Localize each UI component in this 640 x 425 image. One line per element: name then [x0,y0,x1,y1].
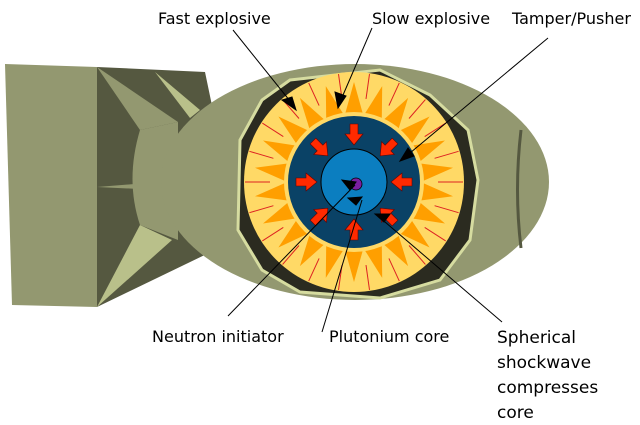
leader-slow-explosive [339,27,373,103]
implosion-arrows [295,123,413,241]
slow-explosive-lens [345,82,363,114]
label-tamper-pusher: Tamper/Pusher [512,9,631,28]
inward-arrow-icon [344,218,364,241]
label-slow-explosive: Slow explosive [372,9,491,28]
detonator-line [408,245,426,265]
detonator-line [365,265,370,290]
detonator-line [282,245,300,265]
label-plutonium-core: Plutonium core [329,327,450,346]
slow-explosive-lens [299,97,325,130]
leader-tamper [403,37,549,159]
arrowhead-icon [280,96,297,112]
detonator-line [388,82,400,106]
slow-explosive-lens [364,245,383,278]
slow-explosive-lens [412,202,445,224]
tail-fin-light-top [97,67,178,130]
slow-explosive-lens [383,97,409,130]
slow-explosive-lens [299,234,325,267]
inward-arrow-icon [309,137,329,157]
slow-explosive-lens [255,183,288,201]
detonator-line [434,205,459,214]
label-line: shockwave [497,353,592,373]
arrowhead-icon [346,196,364,206]
inward-arrow-icon [344,123,364,146]
leader-fast-explosive [232,29,295,107]
tail-fin-light-bottom [97,225,172,307]
arrowhead-icon [373,213,391,223]
arrowhead-icon [398,147,415,162]
arrowhead-icon [334,91,347,110]
slow-explosive-lens [325,245,344,278]
leader-neutron-initiator [227,184,356,317]
detonator-line [249,205,274,214]
detonator-line [249,150,274,159]
label-shockwave: Spherical shockwave compresses core [497,326,598,425]
arrowhead-icon [340,179,357,191]
label-neutron-initiator: Neutron initiator [152,327,284,346]
slow-explosive-lens [420,163,453,181]
inward-arrow-icon [295,172,318,192]
tail-box [5,64,97,307]
inward-arrow-icon [390,172,413,192]
label-line: core [497,403,534,423]
detonator-line [424,226,446,242]
leader-lines [227,27,549,333]
tail-collar [132,122,178,240]
slow-explosive-lens [383,234,409,267]
nose-seam [516,129,523,249]
detonator-line [424,122,446,138]
detonator-line [262,226,284,242]
slow-explosive-lens [364,86,383,119]
slow-explosive-lens [325,86,344,119]
detonator-line [308,82,320,106]
slow-explosive-lens [412,140,445,162]
leader-shockwave [377,215,503,323]
label-fast-explosive: Fast explosive [158,9,271,28]
detonator-line [388,258,400,282]
detonator-line [262,122,284,138]
leader-plutonium-core [321,199,363,333]
label-line: Spherical [497,328,577,348]
slow-explosive-lens [255,163,288,181]
slow-explosive-lens [345,250,363,282]
detonator-line [365,74,370,99]
inward-arrow-icon [379,137,399,157]
detonator-line [434,150,459,159]
slow-explosive-lens [420,183,453,201]
slow-explosive-lens [263,140,296,162]
tail-fin-light-strip [155,72,200,118]
label-line: compresses [497,378,599,398]
detonator-line [308,258,320,282]
slow-explosive-lens [263,202,296,224]
detonator-line [408,99,426,119]
